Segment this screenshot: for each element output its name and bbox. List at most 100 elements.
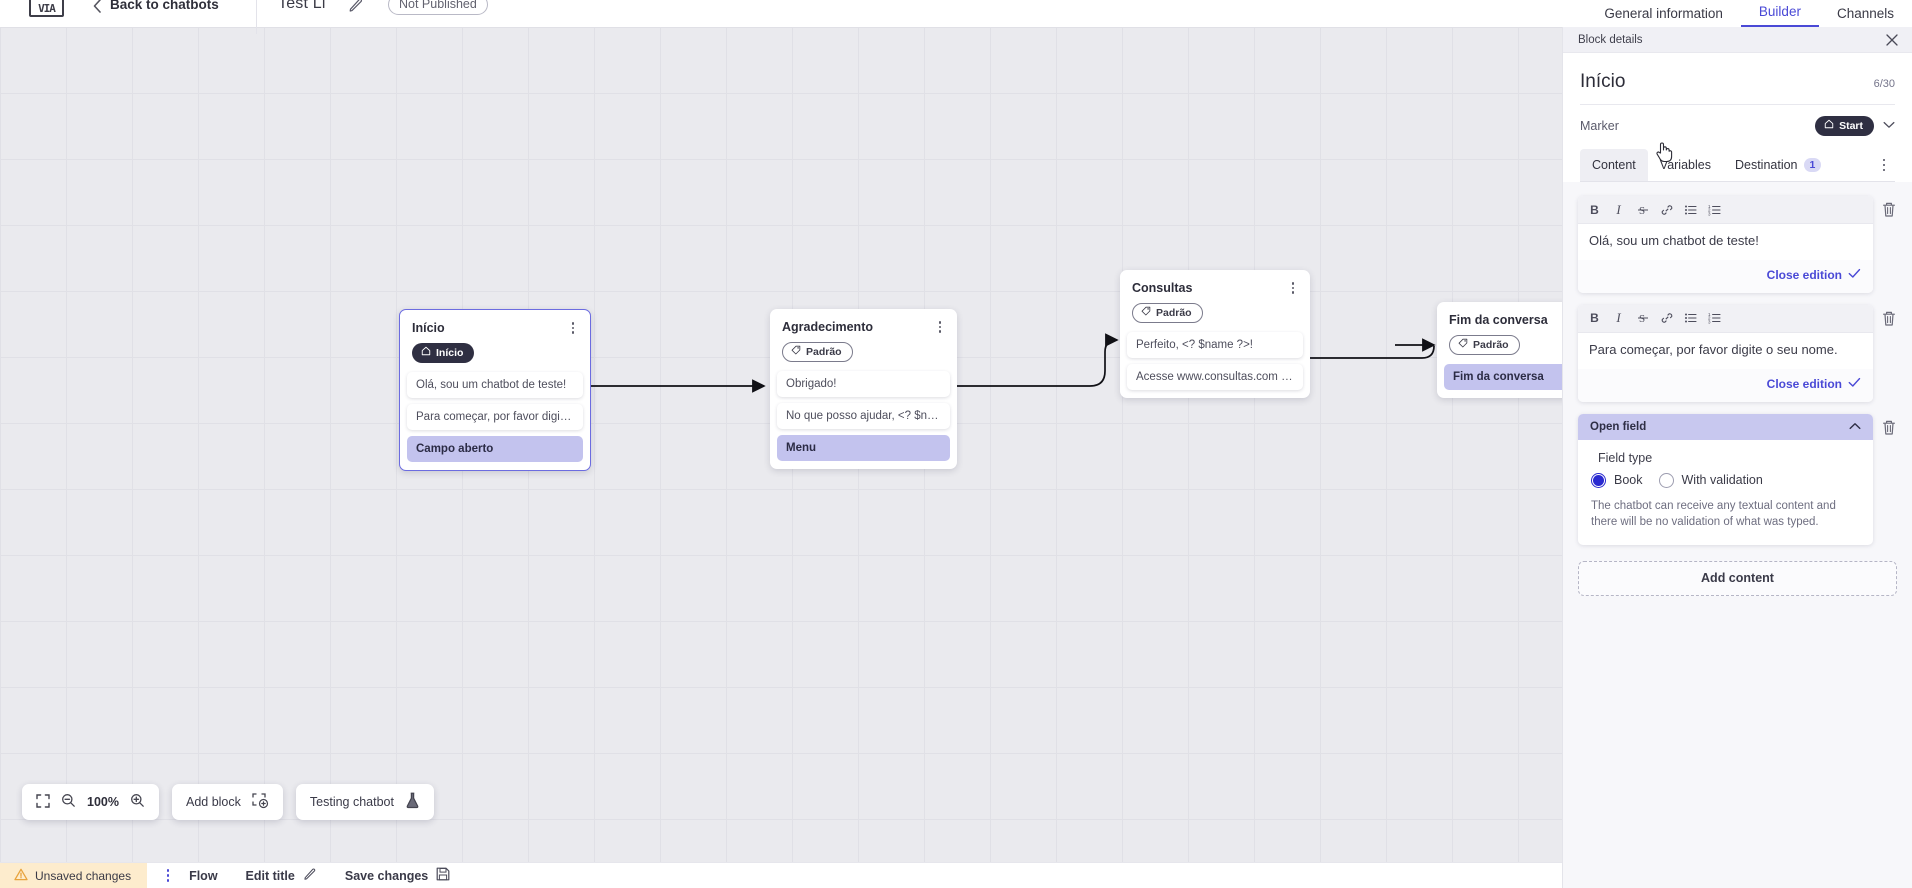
italic-icon[interactable]: I bbox=[1616, 201, 1621, 217]
check-icon[interactable] bbox=[1848, 375, 1861, 393]
unsaved-changes-indicator: Unsaved changes bbox=[0, 862, 148, 888]
radio-book-input[interactable] bbox=[1591, 472, 1606, 488]
tab-general-information[interactable]: General information bbox=[1604, 6, 1723, 21]
marker-label: Marker bbox=[1580, 119, 1619, 133]
home-icon bbox=[1824, 119, 1834, 132]
bold-icon[interactable]: B bbox=[1590, 202, 1599, 217]
tab-builder[interactable]: Builder bbox=[1740, 0, 1819, 27]
publish-status-badge: Not Published bbox=[388, 0, 488, 15]
tab-destination-label: Destination bbox=[1734, 158, 1798, 172]
svg-text:S: S bbox=[1639, 205, 1645, 217]
flask-icon bbox=[405, 792, 420, 812]
status-kebab-menu-icon[interactable] bbox=[157, 869, 179, 882]
zoom-out-icon[interactable] bbox=[61, 793, 76, 811]
svg-text:2: 2 bbox=[1708, 316, 1711, 321]
vtr-logo-icon[interactable]: VIA bbox=[29, 0, 64, 17]
panel-kebab-menu-icon[interactable] bbox=[1873, 149, 1895, 181]
flow-button[interactable]: Flow bbox=[189, 869, 217, 883]
home-icon bbox=[421, 346, 431, 359]
open-field-title: Open field bbox=[1590, 420, 1647, 433]
radio-option-with-validation[interactable]: With validation bbox=[1658, 472, 1763, 488]
tab-channels[interactable]: Channels bbox=[1836, 6, 1894, 21]
flow-block-inicio[interactable]: Início Início Olá, sou um chatbot de tes… bbox=[399, 309, 591, 471]
block-message-highlight[interactable]: Fim da conversa bbox=[1444, 364, 1562, 390]
link-icon[interactable] bbox=[1656, 200, 1677, 219]
zoom-in-icon[interactable] bbox=[130, 793, 145, 811]
back-to-chatbots-link[interactable]: Back to chatbots bbox=[110, 0, 219, 12]
open-field-card[interactable]: Open field Field type Book Wi bbox=[1578, 413, 1873, 545]
chevron-up-icon[interactable] bbox=[1849, 421, 1861, 433]
edit-title-button[interactable]: Edit title bbox=[246, 867, 317, 884]
bullet-list-icon[interactable] bbox=[1680, 200, 1701, 219]
panel-topbar-label: Block details bbox=[1578, 33, 1643, 46]
panel-title-row: Início 6/30 bbox=[1580, 53, 1895, 105]
tab-variables[interactable]: Variables bbox=[1648, 149, 1723, 181]
radio-with-validation-label: With validation bbox=[1681, 473, 1763, 488]
add-content-button[interactable]: Add content bbox=[1578, 560, 1897, 596]
open-field-header[interactable]: Open field bbox=[1578, 413, 1873, 440]
block-header: Agradecimento Padrão bbox=[770, 309, 957, 362]
check-icon[interactable] bbox=[1848, 266, 1861, 284]
unsaved-changes-label: Unsaved changes bbox=[35, 868, 132, 883]
close-icon[interactable] bbox=[1885, 33, 1899, 47]
marker-control[interactable]: Start bbox=[1815, 116, 1895, 136]
tab-variables-label: Variables bbox=[1659, 158, 1711, 172]
bullet-list-icon[interactable] bbox=[1680, 309, 1701, 328]
trash-icon[interactable] bbox=[1881, 310, 1897, 328]
block-kebab-menu-icon[interactable] bbox=[566, 320, 580, 336]
block-message[interactable]: Para começar, por favor digite o ... bbox=[407, 404, 583, 430]
block-message[interactable]: No que posso ajudar, <? $name ... bbox=[777, 403, 950, 429]
block-message-highlight[interactable]: Campo aberto bbox=[407, 436, 583, 462]
save-changes-button[interactable]: Save changes bbox=[345, 867, 450, 884]
bold-icon[interactable]: B bbox=[1590, 311, 1599, 326]
radio-with-validation-input[interactable] bbox=[1658, 472, 1674, 488]
svg-text:1: 1 bbox=[1708, 312, 1711, 317]
link-icon[interactable] bbox=[1656, 309, 1677, 328]
flow-block-consultas[interactable]: Consultas Padrão Perfeito, <? $name ?>! … bbox=[1120, 270, 1310, 398]
italic-icon[interactable]: I bbox=[1616, 310, 1621, 326]
tab-destination[interactable]: Destination 1 bbox=[1723, 149, 1833, 181]
block-tag-label: Início bbox=[436, 346, 464, 359]
radio-option-book[interactable]: Book bbox=[1591, 472, 1643, 488]
open-field-description: The chatbot can receive any textual cont… bbox=[1591, 499, 1836, 528]
close-edition-button[interactable]: Close edition bbox=[1766, 267, 1842, 282]
block-message[interactable]: Perfeito, <? $name ?>! bbox=[1127, 332, 1303, 358]
trash-icon[interactable] bbox=[1881, 419, 1897, 437]
trash-icon[interactable] bbox=[1881, 201, 1897, 219]
svg-text:1: 1 bbox=[1708, 203, 1711, 208]
block-message[interactable]: Obrigado! bbox=[777, 371, 950, 397]
block-title: Fim da conversa bbox=[1449, 313, 1548, 327]
zoom-controls[interactable]: 100% bbox=[22, 784, 159, 820]
chevron-down-icon[interactable] bbox=[1883, 121, 1895, 132]
flow-block-fim-da-conversa[interactable]: Fim da conversa Padrão Fim da conversa bbox=[1437, 302, 1562, 398]
content-item-open-field: Open field Field type Book Wi bbox=[1578, 413, 1897, 545]
testing-chatbot-label: Testing chatbot bbox=[309, 795, 394, 809]
block-title: Consultas bbox=[1132, 281, 1193, 295]
edit-title-label: Edit title bbox=[245, 868, 295, 883]
block-message[interactable]: Acesse www.consultas.com par... bbox=[1127, 364, 1303, 390]
editor-text-content[interactable]: Olá, sou um chatbot de teste! bbox=[1578, 224, 1873, 260]
block-message[interactable]: Olá, sou um chatbot de teste! bbox=[407, 372, 583, 398]
strikethrough-icon[interactable]: S bbox=[1632, 309, 1653, 328]
fit-screen-icon[interactable] bbox=[36, 793, 50, 811]
block-message-highlight[interactable]: Menu bbox=[777, 435, 950, 461]
block-kebab-menu-icon[interactable] bbox=[933, 319, 947, 335]
strikethrough-icon[interactable]: S bbox=[1632, 200, 1653, 219]
marker-value-badge[interactable]: Start bbox=[1815, 116, 1874, 136]
flow-block-agradecimento[interactable]: Agradecimento Padrão Obrigado! No que po… bbox=[770, 309, 957, 469]
block-tag-label: Padrão bbox=[1473, 338, 1509, 351]
flow-canvas[interactable]: Início Início Olá, sou um chatbot de tes… bbox=[0, 27, 1562, 862]
pencil-icon[interactable] bbox=[348, 0, 364, 13]
tab-content[interactable]: Content bbox=[1580, 149, 1648, 181]
block-kebab-menu-icon[interactable] bbox=[1286, 280, 1300, 296]
add-block-button[interactable]: Add block bbox=[171, 784, 283, 820]
add-block-icon bbox=[252, 792, 269, 812]
testing-chatbot-button[interactable]: Testing chatbot bbox=[295, 784, 434, 820]
close-edition-button[interactable]: Close edition bbox=[1766, 376, 1842, 391]
chevron-left-icon[interactable] bbox=[92, 0, 102, 19]
editor-text-content[interactable]: Para começar, por favor digite o seu nom… bbox=[1578, 332, 1873, 369]
